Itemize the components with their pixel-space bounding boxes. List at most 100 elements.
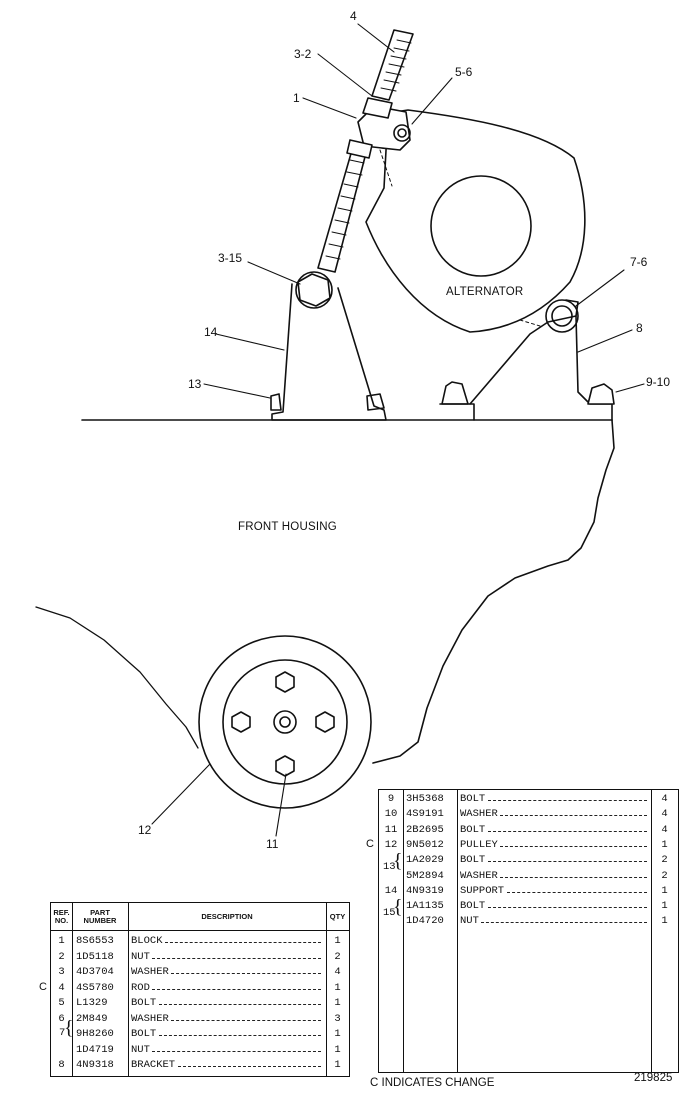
- quantity: 1: [661, 900, 668, 913]
- part-description: NUT: [131, 950, 150, 963]
- support-top-bolt: [297, 273, 331, 307]
- quantity: 4: [661, 808, 668, 821]
- rod-nut-lower: [346, 139, 373, 159]
- part-number: 9N5012: [406, 838, 444, 851]
- quantity: 1: [334, 997, 341, 1009]
- dot-leader: [506, 891, 647, 893]
- part-description: SUPPORT: [460, 884, 505, 897]
- part-description: ROD: [131, 981, 150, 994]
- dot-leader: [500, 876, 647, 878]
- quantity: 4: [661, 823, 668, 836]
- bracket-left-bolt: [441, 381, 469, 405]
- part-description: BRACKET: [131, 1059, 176, 1071]
- group-ref-13: 13: [383, 861, 396, 873]
- pivot-bolt: [393, 124, 411, 142]
- callout-4: 4: [350, 9, 357, 23]
- change-mark: C: [39, 980, 47, 993]
- header-qty: QTY: [329, 912, 346, 921]
- group-brace-7: {: [64, 1017, 74, 1039]
- part-description: WASHER: [460, 808, 498, 821]
- quantity: 4: [334, 966, 341, 978]
- dot-leader: [177, 1066, 321, 1067]
- dot-leader: [487, 800, 647, 801]
- part-number: 3H5368: [406, 793, 444, 805]
- dot-leader: [165, 942, 321, 943]
- pulley-bolt-top: [275, 671, 295, 693]
- callout-9-10: 9-10: [646, 375, 670, 389]
- support-right-foot-bolt: [366, 393, 385, 411]
- part-number: 4N9318: [76, 1059, 114, 1071]
- callout-3-2: 3-2: [294, 47, 312, 61]
- callout-14: 14: [204, 325, 218, 339]
- part-description: BOLT: [131, 1028, 157, 1040]
- bracket-bolt-7-6: [545, 299, 579, 333]
- dot-leader: [500, 815, 647, 817]
- header-ref: REF.NO.: [53, 908, 70, 925]
- part-description: BOLT: [460, 854, 486, 867]
- pulley-bolt-right: [315, 711, 335, 733]
- part-number: 4S9191: [406, 808, 444, 821]
- part-number: 4S5780: [76, 981, 114, 994]
- ref-number: 5: [58, 997, 65, 1009]
- quantity: 1: [334, 935, 341, 947]
- pulley-hub: [273, 710, 297, 734]
- change-mark: C: [366, 837, 374, 850]
- part-description: BLOCK: [131, 935, 163, 947]
- quantity: 4: [661, 793, 668, 805]
- dot-leader: [158, 1004, 321, 1005]
- ref-number: 4: [58, 981, 65, 994]
- callout-5-6: 5-6: [455, 65, 473, 79]
- part-number: 1D4719: [76, 1043, 114, 1056]
- dot-leader: [487, 830, 647, 832]
- ref-number: 3: [58, 966, 65, 978]
- parts-table-row: 8 4N9318 BRACKET 1: [51, 1058, 349, 1073]
- quantity: 2: [661, 869, 668, 882]
- part-number: 4D3704: [76, 966, 114, 978]
- quantity: 2: [334, 950, 341, 963]
- pulley-outer: [198, 635, 372, 809]
- ref-number: 10: [384, 808, 398, 821]
- part-description: WASHER: [131, 966, 169, 978]
- dot-leader: [487, 907, 647, 909]
- quantity: 1: [334, 1028, 341, 1040]
- part-description: WASHER: [131, 1012, 169, 1025]
- alternator-label: ALTERNATOR: [446, 286, 523, 298]
- part-number: 1D4720: [406, 915, 444, 928]
- housing-right-edge: [372, 419, 615, 764]
- dot-leader: [171, 973, 321, 974]
- header-description: DESCRIPTION: [201, 912, 253, 921]
- ref-number: 12: [384, 838, 398, 851]
- rod-nut-upper: [362, 97, 393, 119]
- ref-number: 8: [58, 1059, 65, 1071]
- quantity: 1: [334, 1059, 341, 1071]
- dot-leader: [500, 845, 647, 847]
- group-brace-15: {: [393, 896, 403, 918]
- change-indicator-note: C INDICATES CHANGE: [370, 1077, 495, 1089]
- bracket-right-bolt: [587, 383, 615, 405]
- callout-13: 13: [188, 377, 202, 391]
- part-description: BOLT: [460, 900, 486, 913]
- part-number: 1A2029: [406, 854, 444, 867]
- callout-11: 11: [266, 837, 279, 851]
- part-description: BOLT: [131, 997, 157, 1009]
- quantity: 1: [661, 915, 668, 928]
- callout-7-6: 7-6: [630, 255, 648, 269]
- dot-leader: [152, 957, 321, 959]
- dot-leader: [152, 1050, 321, 1052]
- dot-leader: [171, 1019, 321, 1021]
- dot-leader: [152, 988, 321, 990]
- quantity: 3: [334, 1012, 341, 1025]
- part-number: 5M2894: [406, 869, 444, 882]
- callout-8: 8: [636, 321, 643, 335]
